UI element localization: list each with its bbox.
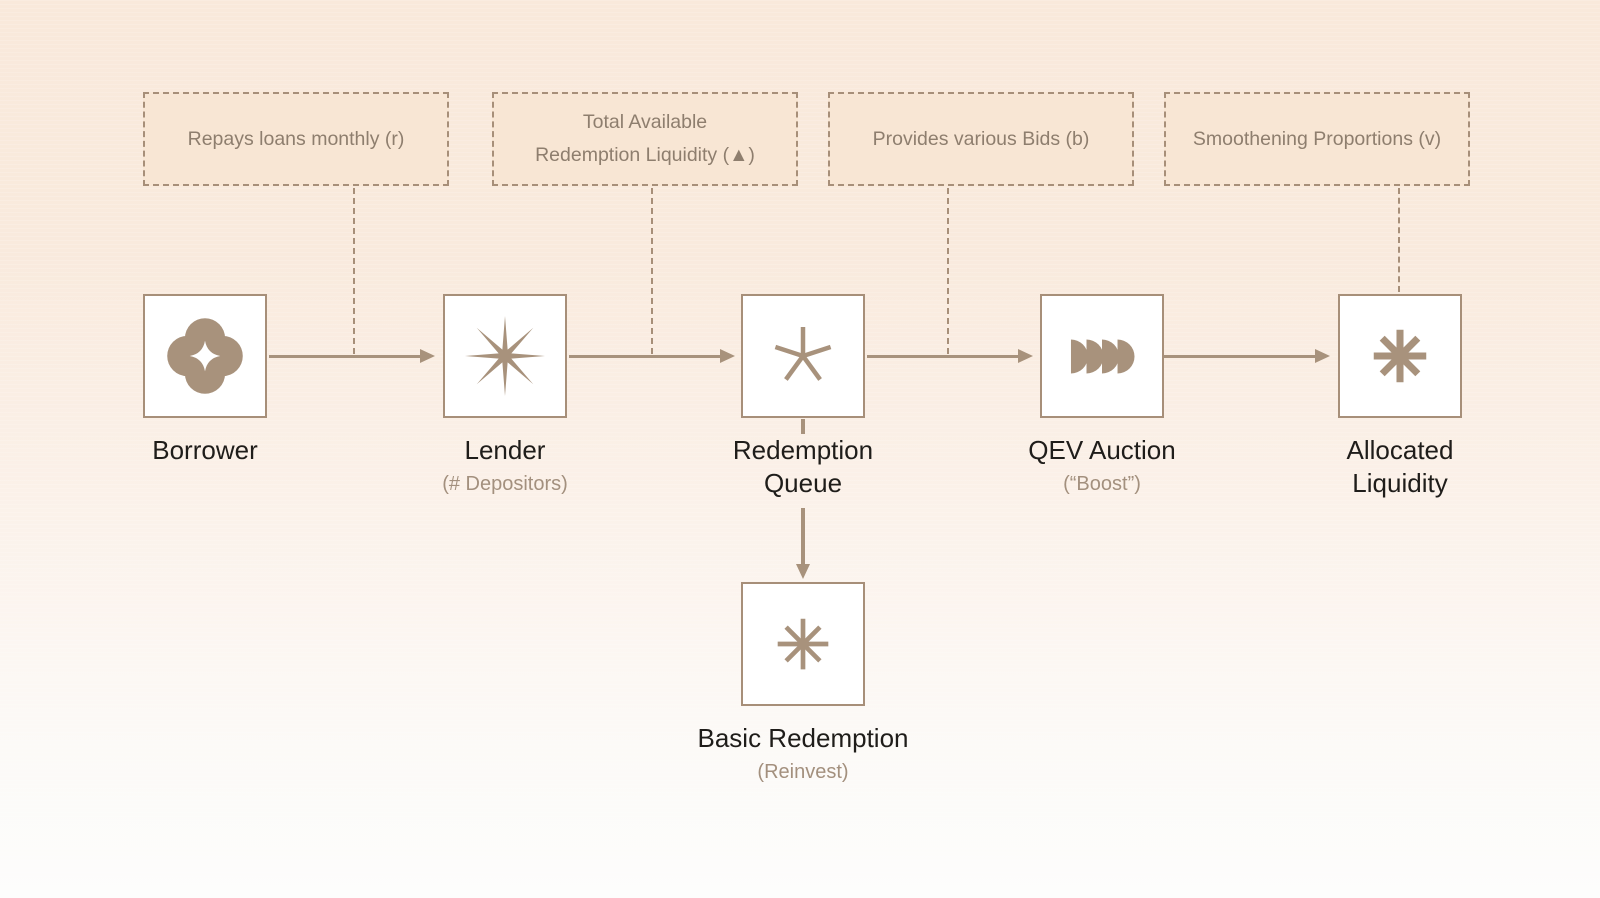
node-title: Borrower [152,435,258,465]
node-box [741,294,865,418]
annotation-provides-bids: Provides various Bids (b) [828,92,1134,186]
flow-arrow [1164,354,1316,358]
asterisk-5-icon [774,327,832,381]
node-basic-redemption: Basic Redemption (Reinvest) [698,582,909,783]
node-subtitle: (# Depositors) [442,473,568,495]
node-redemption-queue: Redemption Queue [733,294,873,498]
node-title: Liquidity [1352,468,1448,498]
annotation-repays-loans: Repays loans monthly (r) [143,92,449,186]
node-subtitle: (“Boost”) [1063,473,1141,495]
dashed-connector [353,188,355,354]
node-lender: Lender (# Depositors) [442,294,568,495]
dashed-connector [1398,188,1400,292]
node-allocated-liquidity: Allocated Liquidity [1338,294,1462,498]
node-label: Redemption Queue [733,434,873,504]
node-title: Queue [763,468,843,498]
flow-arrow-down [801,508,805,565]
annotation-total-available: Total Available Redemption Liquidity (▲) [492,92,798,186]
dashed-connector [947,188,949,354]
node-subtitle: (Reinvest) [757,761,849,783]
node-box [1040,294,1164,418]
node-box [443,294,567,418]
node-title: Redemption [732,435,874,465]
annotation-text: Smoothening Proportions (v) [1192,127,1442,150]
node-title: QEV Auction [1028,435,1176,465]
node-label: Borrower [152,434,257,471]
node-label: QEV Auction (“Boost”) [1028,434,1175,497]
node-title: Lender [464,435,546,465]
annotation-text: Repays loans monthly (r) [187,127,405,150]
fast-forward-icon [1070,339,1135,373]
node-box [143,294,267,418]
quatrefoil-icon [167,318,243,394]
node-title: Basic Redemption [697,723,909,753]
annotation-smoothening: Smoothening Proportions (v) [1164,92,1470,186]
node-label: Lender (# Depositors) [442,434,568,497]
asterisk-8-icon [777,618,829,670]
node-borrower: Borrower [143,294,267,465]
flow-arrow [269,354,421,358]
flow-arrow [867,354,1019,358]
flow-arrow [569,354,721,358]
flow-stub [801,419,805,434]
dashed-connector [651,188,653,354]
annotation-text: Redemption Liquidity (▲) [535,144,755,166]
node-label: Basic Redemption (Reinvest) [698,722,909,785]
node-box [1338,294,1462,418]
starburst-8-icon [464,315,546,397]
node-qev-auction: QEV Auction (“Boost”) [1028,294,1176,495]
annotation-text: Total Available [582,111,708,133]
node-label: Allocated Liquidity [1347,434,1454,504]
node-box [741,582,865,706]
node-title: Allocated [1346,435,1454,465]
annotation-text: Provides various Bids (b) [872,127,1090,150]
asterisk-8-bold-icon [1373,329,1427,383]
